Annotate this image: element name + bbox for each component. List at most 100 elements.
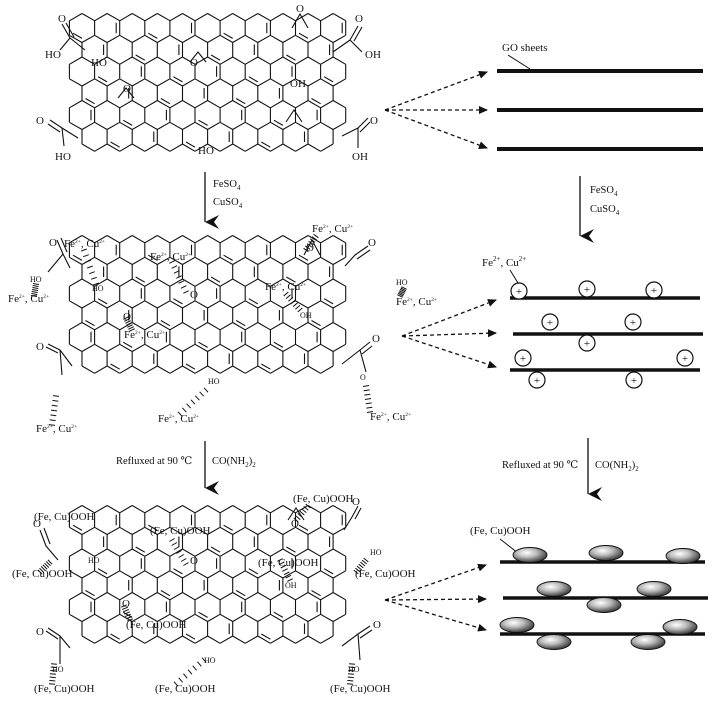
- stage1-groups: O HO O OH O HO O OH HO OH HO O O O: [36, 3, 381, 163]
- hash-mark: [305, 503, 311, 509]
- dashed-arrows-1: [384, 71, 488, 149]
- hash-mark: [301, 508, 307, 513]
- hash-mark: [364, 398, 372, 400]
- hash-mark: [50, 669, 57, 672]
- hash-mark: [173, 681, 179, 687]
- hash-mark: [308, 240, 314, 246]
- hash-mark: [297, 513, 303, 518]
- hash-mark: [181, 407, 187, 413]
- hash-mark: [192, 665, 197, 671]
- hash-mark: [360, 561, 366, 567]
- hash-mark: [398, 291, 405, 296]
- hash-mark: [297, 307, 303, 313]
- hash-mark: [288, 297, 294, 302]
- svg-text:HO: HO: [370, 548, 382, 557]
- hash-mark: [171, 265, 178, 269]
- svg-text:FeSO4: FeSO4: [213, 179, 241, 192]
- svg-text:Fe2+, Cu2+: Fe2+, Cu2+: [482, 255, 526, 269]
- graphene-oxide-feooh-structure: [68, 505, 347, 644]
- hydroxyl-label: HO: [45, 49, 61, 61]
- hydroxyl-label: HO: [91, 57, 107, 69]
- hash-mark: [201, 657, 207, 663]
- hash-mark: [397, 292, 404, 297]
- svg-text:O: O: [368, 237, 376, 249]
- svg-text:OH: OH: [300, 311, 312, 320]
- hash-mark: [32, 287, 39, 289]
- epoxide-o-label: O: [123, 83, 131, 95]
- epoxide-o-label: O: [296, 3, 304, 15]
- ion-label: Fe2+, Cu2+: [124, 329, 165, 341]
- hydroxyl-label: OH: [365, 49, 381, 61]
- svg-text:HO: HO: [348, 665, 360, 674]
- hash-mark: [42, 564, 48, 570]
- hash-mark: [37, 569, 43, 575]
- reaction-arrow-step1-right: FeSO4 CuSO4: [579, 176, 620, 243]
- hash-mark: [50, 666, 57, 669]
- ion-label: Fe2+, Cu2+: [64, 238, 105, 250]
- feooh-particle: [512, 547, 548, 563]
- hash-mark: [283, 291, 289, 297]
- ion-label: Fe2+, Cu2+: [265, 281, 306, 293]
- hash-mark: [282, 568, 288, 572]
- hash-mark: [127, 324, 133, 328]
- hash-mark: [295, 515, 301, 520]
- svg-text:O: O: [122, 598, 130, 610]
- carbonyl-o-label: O: [36, 115, 44, 127]
- product-label: (Fe, Cu)OOH: [293, 493, 354, 505]
- hash-mark: [48, 424, 56, 426]
- hash-mark: [299, 510, 305, 516]
- dashed-arrows-3: [384, 563, 487, 632]
- stage3-coordination-bonds: [37, 503, 369, 687]
- cation-marker: [676, 349, 694, 367]
- hash-mark: [347, 673, 355, 675]
- svg-text:+: +: [516, 286, 522, 298]
- hash-mark: [197, 661, 202, 667]
- hash-mark: [347, 676, 354, 679]
- hash-mark: [292, 302, 298, 307]
- hash-mark: [313, 233, 319, 239]
- svg-text:+: +: [651, 285, 657, 297]
- cation-marker: [645, 281, 663, 299]
- hash-mark: [50, 409, 58, 412]
- hash-mark: [356, 565, 362, 571]
- svg-text:O: O: [306, 242, 314, 254]
- svg-text:O: O: [373, 619, 381, 631]
- svg-text:+: +: [534, 375, 540, 387]
- cation-marker: [624, 313, 642, 331]
- feooh-particle: [536, 634, 572, 650]
- hash-mark: [123, 609, 129, 613]
- svg-text:O: O: [49, 237, 57, 249]
- epoxide-o-label: O: [190, 57, 198, 69]
- hash-mark: [290, 299, 296, 305]
- hash-mark: [50, 414, 57, 417]
- hash-mark: [93, 282, 99, 286]
- cation-marker: [578, 334, 596, 352]
- cation-marker: [578, 280, 596, 298]
- hash-mark: [183, 673, 188, 679]
- feooh-particle: [636, 581, 672, 597]
- hash-mark: [178, 554, 185, 558]
- ion-adsorbed-sheets: Fe2+, Cu2+ ++++++++++: [482, 255, 703, 389]
- reaction-arrow-step2-right: Refluxed at 90 ℃ CO(NH2)2: [502, 438, 639, 501]
- carbonyl-o-label: O: [58, 13, 66, 25]
- hash-mark: [303, 247, 309, 253]
- svg-text:+: +: [520, 353, 526, 365]
- svg-text:HO: HO: [204, 656, 216, 665]
- hash-mark: [51, 404, 58, 407]
- product-label: (Fe, Cu)OOH: [34, 683, 95, 695]
- hash-mark: [285, 294, 291, 299]
- hash-mark: [176, 275, 182, 279]
- cation-marker: [541, 313, 559, 331]
- hash-mark: [355, 567, 361, 573]
- svg-text:O: O: [36, 626, 44, 638]
- hash-mark: [361, 559, 367, 565]
- stage3-groups: O HO O HO O HO O HO OH HO O O O: [33, 496, 382, 674]
- carbonyl-o-label: O: [355, 13, 363, 25]
- hash-mark: [31, 289, 39, 291]
- hash-mark: [121, 604, 127, 608]
- reaction-arrow-step2-left: Refluxed at 90 ℃ CO(NH2)2: [116, 441, 256, 495]
- hydroxyl-label: OH: [290, 78, 306, 90]
- hash-mark: [280, 564, 287, 569]
- svg-text:O: O: [352, 496, 360, 508]
- hash-mark: [128, 326, 134, 330]
